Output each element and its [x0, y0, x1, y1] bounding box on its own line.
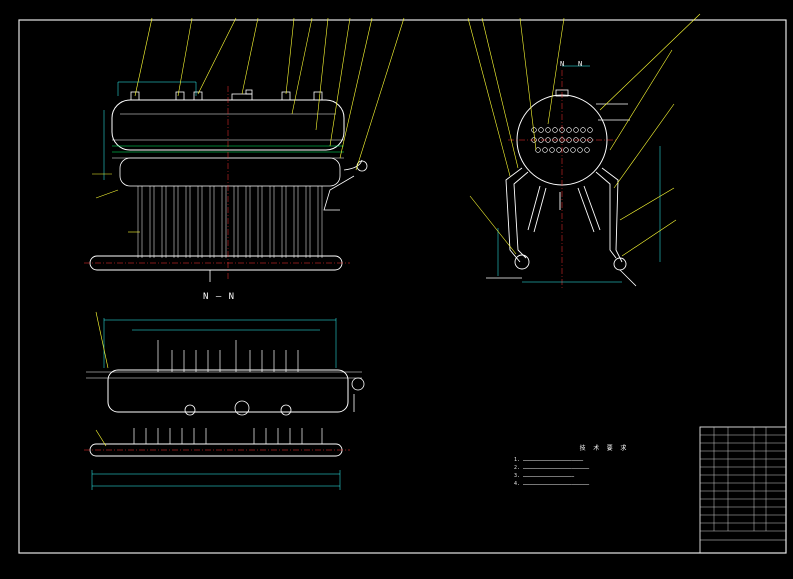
plan-view-upper: [86, 311, 365, 416]
part-leaders-front: [92, 17, 405, 233]
drawing-frame: [18, 19, 787, 554]
side-elevation-view: [467, 13, 701, 290]
section-mark-right: N: [578, 60, 584, 68]
notes-title: 技 术 要 求: [579, 445, 629, 452]
note-line: 1. ……………………………………………………: [514, 457, 584, 463]
lower-drum-shell: [119, 157, 341, 187]
front-elevation-view: [84, 17, 405, 282]
left-header-section: [514, 254, 530, 270]
title-block-grid: [699, 426, 787, 554]
part-leaders-side: [467, 13, 701, 257]
right-header-section: [613, 257, 627, 271]
plan-view-lower: [84, 428, 350, 490]
section-label-n-n: N — N: [203, 292, 236, 302]
note-line: 4. …………………………………………………………: [514, 481, 590, 487]
top-nozzles: [130, 89, 323, 101]
note-line: 3. ……………………………………………: [514, 473, 575, 479]
section-mark-left: N: [560, 60, 566, 68]
note-line: 2. …………………………………………………………: [514, 465, 590, 471]
tube-bank: [137, 186, 323, 258]
technical-notes: 技 术 要 求 1. …………………………………………………… 2. ………………: [514, 445, 694, 488]
